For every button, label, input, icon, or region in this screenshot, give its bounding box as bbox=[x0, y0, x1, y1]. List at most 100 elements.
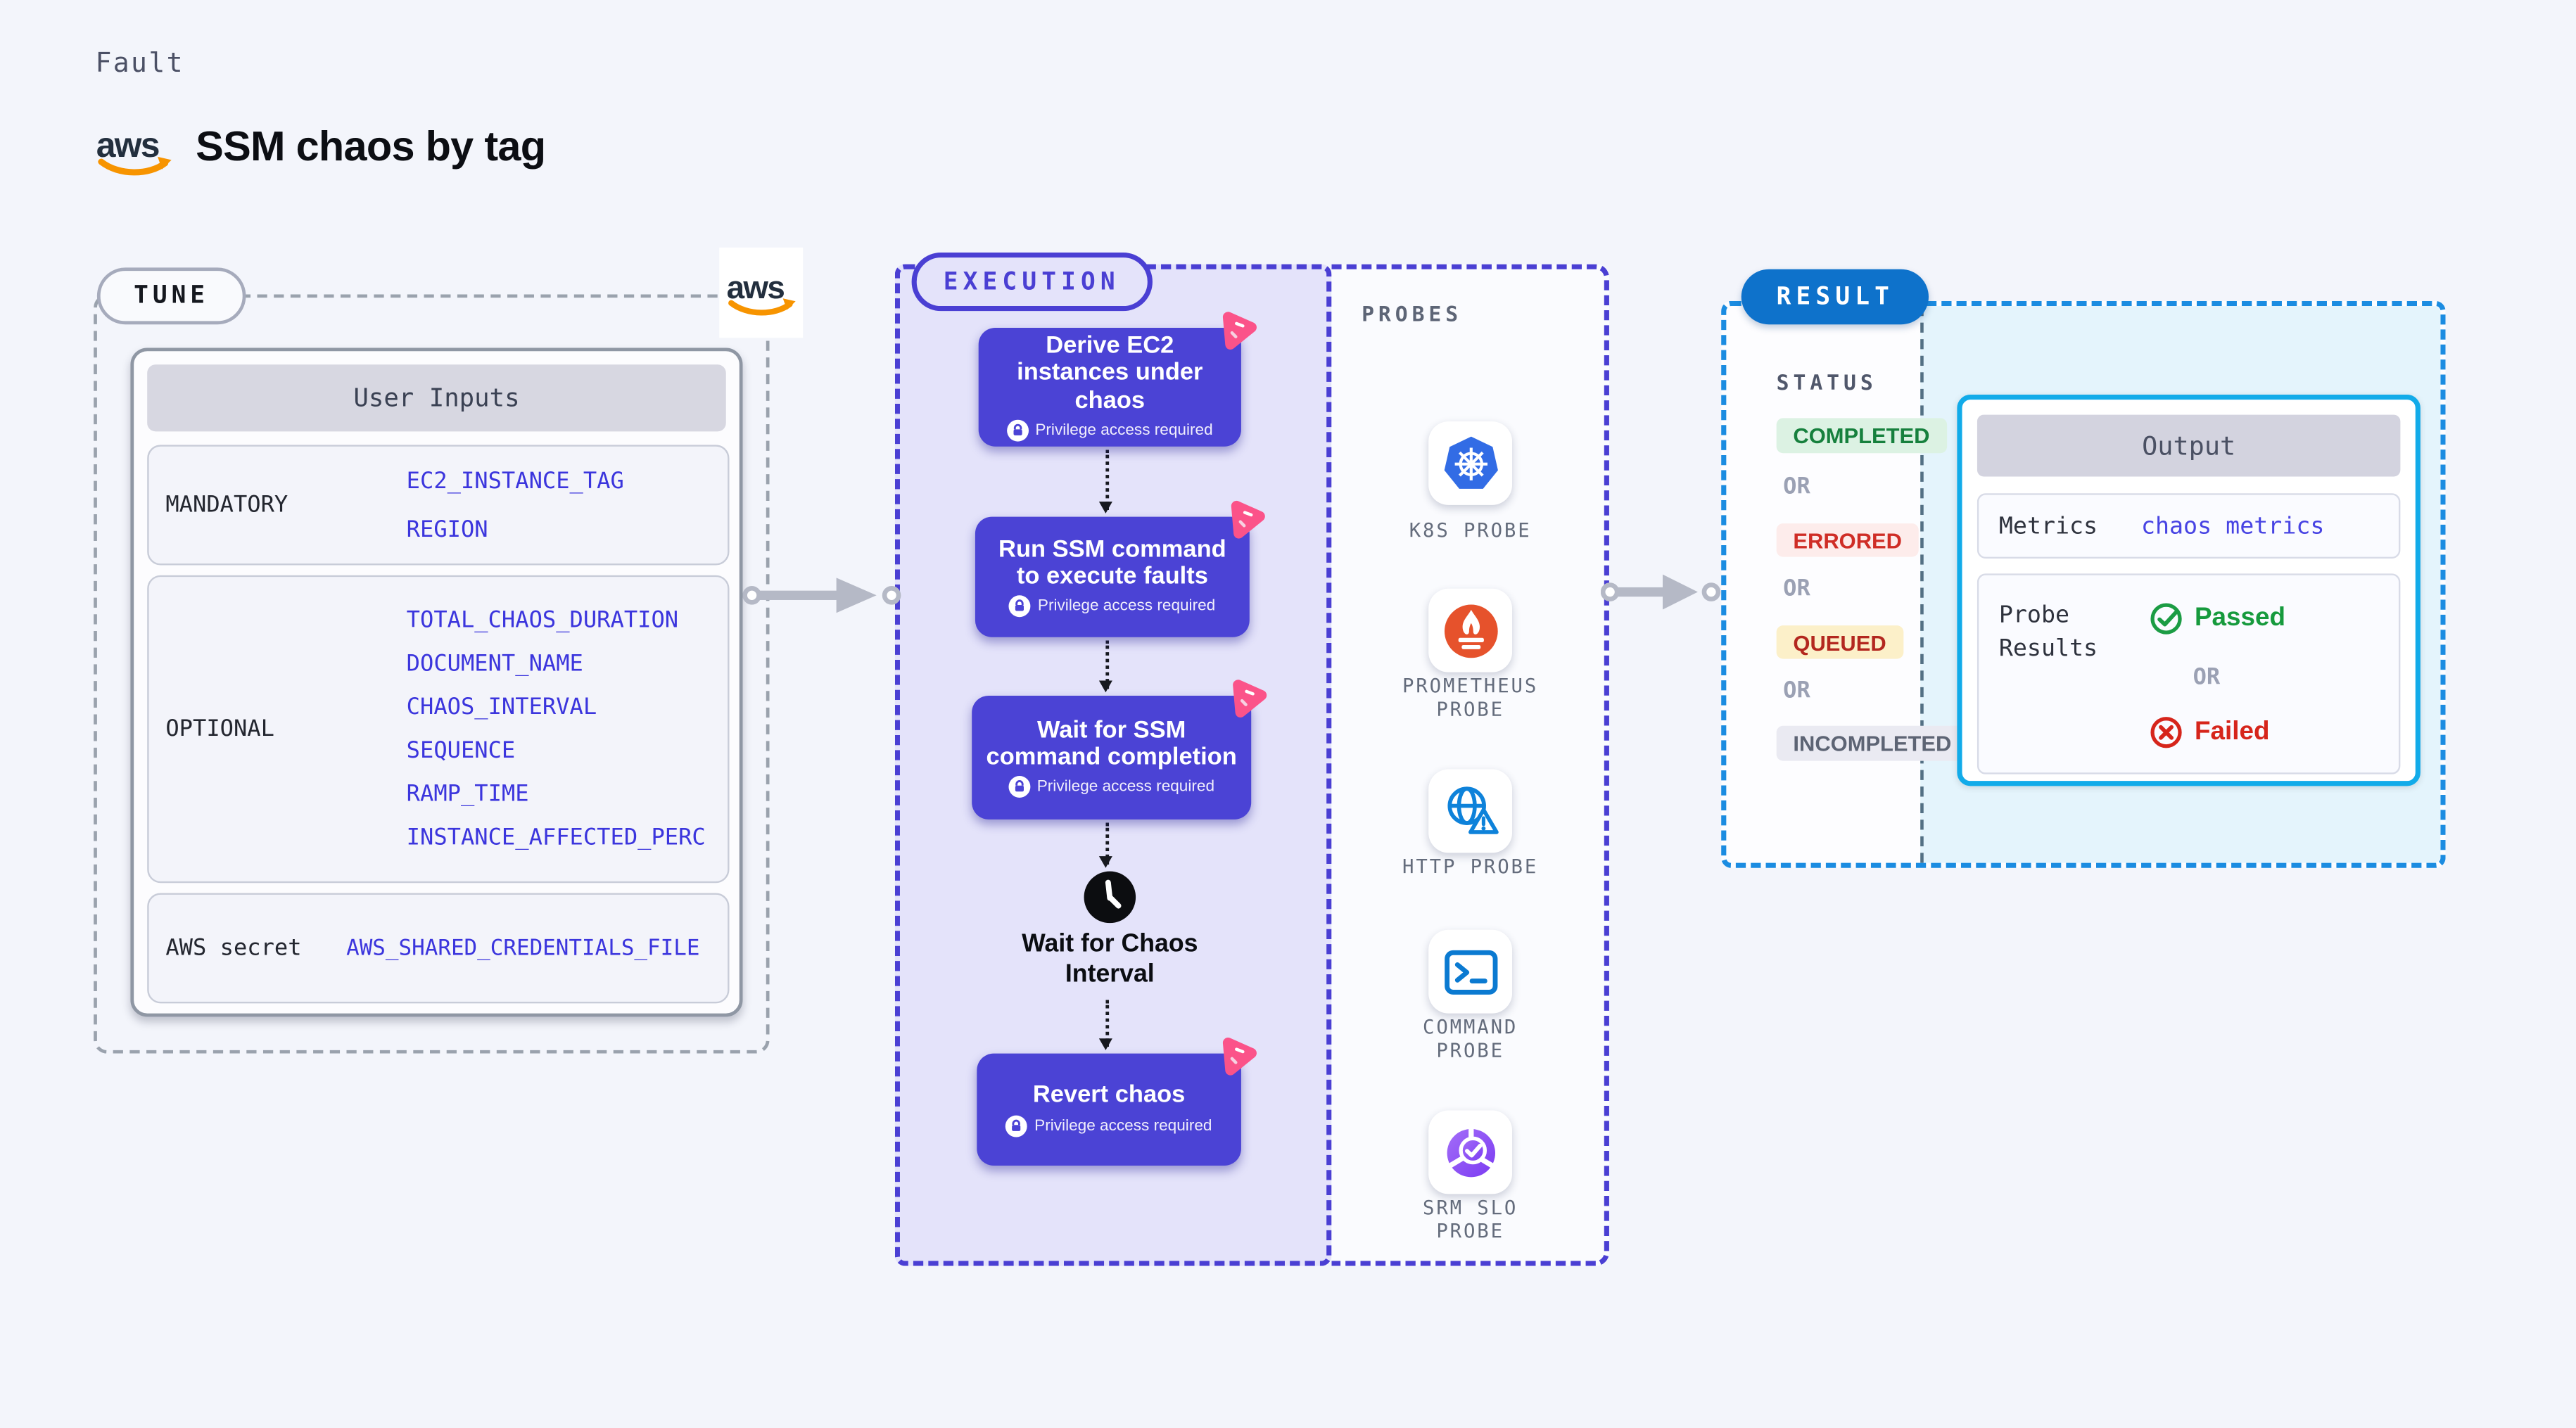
aws-logo-icon: aws bbox=[96, 125, 172, 176]
dotted-arrow bbox=[1098, 822, 1112, 868]
check-circle-icon bbox=[2150, 603, 2182, 635]
privilege-text: Privilege access required bbox=[1037, 597, 1216, 616]
output-card: Output Metrics chaos metrics Probe Resul… bbox=[1957, 395, 2420, 786]
dotted-arrow bbox=[1098, 640, 1112, 693]
aws-secret-label: AWS secret bbox=[165, 934, 302, 962]
arrow-right-icon bbox=[1601, 574, 1721, 610]
probe-card-command bbox=[1428, 929, 1513, 1014]
metrics-value: chaos metrics bbox=[2140, 512, 2325, 540]
terminal-icon bbox=[1443, 949, 1497, 994]
execution-section-pill: EXECUTION bbox=[911, 252, 1152, 312]
probe-label: COMMAND PROBE bbox=[1423, 1015, 1518, 1063]
status-badge-incompleted: INCOMPLETED bbox=[1776, 725, 1969, 761]
step-title: Wait for SSM command completion bbox=[986, 716, 1237, 771]
tune-section-pill: TUNE bbox=[96, 267, 246, 325]
arrow-right-icon bbox=[742, 578, 901, 613]
page-title: SSM chaos by tag bbox=[196, 123, 546, 171]
result-section-pill: RESULT bbox=[1741, 269, 1929, 325]
step-derive-ec2: Derive EC2 instances under chaos Privile… bbox=[978, 312, 1257, 447]
dotted-arrow bbox=[1098, 1000, 1112, 1050]
param: SEQUENCE bbox=[406, 737, 516, 765]
lock-icon bbox=[1008, 776, 1031, 798]
privilege-badge: Privilege access required bbox=[1005, 1114, 1212, 1137]
step-title: Run SSM command to execute faults bbox=[998, 536, 1226, 591]
or-label: OR bbox=[1783, 575, 1810, 602]
failed-label: Failed bbox=[2194, 717, 2270, 746]
param: CHAOS_INTERVAL bbox=[406, 694, 597, 721]
lock-icon bbox=[1006, 419, 1029, 442]
or-label: OR bbox=[1783, 473, 1810, 500]
param: DOCUMENT_NAME bbox=[406, 650, 583, 677]
probe-card-http bbox=[1428, 769, 1513, 853]
chaos-badge-icon bbox=[1233, 680, 1267, 718]
status-badge-errored: ERRORED bbox=[1776, 523, 1919, 557]
wait-for-chaos-interval-label: Wait for Chaos Interval bbox=[1022, 929, 1198, 989]
optional-label: OPTIONAL bbox=[165, 715, 274, 743]
kubernetes-icon bbox=[1443, 435, 1497, 488]
step-title: Derive EC2 instances under chaos bbox=[1017, 332, 1203, 414]
probe-results-row: Probe Results Passed OR Failed bbox=[1977, 573, 2401, 774]
chaos-badge-icon bbox=[1222, 312, 1257, 350]
privilege-badge: Privilege access required bbox=[1006, 419, 1213, 442]
param: AWS_SHARED_CREDENTIALS_FILE bbox=[346, 936, 700, 961]
output-header: Output bbox=[1977, 414, 2401, 477]
probe-card-k8s bbox=[1428, 421, 1513, 505]
user-inputs-header: User Inputs bbox=[147, 364, 726, 432]
passed-label: Passed bbox=[2194, 604, 2286, 632]
failed-result: Failed bbox=[2150, 715, 2270, 749]
user-inputs-table: User Inputs MANDATORY EC2_INSTANCE_TAG R… bbox=[130, 348, 743, 1017]
aws-logo-icon: aws bbox=[727, 269, 796, 316]
status-title: STATUS bbox=[1776, 369, 1877, 395]
optional-row: OPTIONAL TOTAL_CHAOS_DURATION DOCUMENT_N… bbox=[147, 575, 730, 884]
probe-card-prometheus bbox=[1428, 588, 1513, 672]
probe-label: PROMETHEUS PROBE bbox=[1402, 674, 1539, 722]
param: REGION bbox=[406, 516, 488, 543]
probe-label: HTTP PROBE bbox=[1402, 854, 1539, 879]
step-title: Revert chaos bbox=[1032, 1082, 1186, 1109]
or-label: OR bbox=[2193, 663, 2221, 691]
probes-section-label: PROBES bbox=[1362, 300, 1463, 326]
chaos-badge-icon bbox=[1231, 500, 1265, 539]
http-globe-icon bbox=[1447, 786, 1498, 834]
privilege-badge: Privilege access required bbox=[1009, 596, 1215, 618]
srm-slo-icon bbox=[1446, 1127, 1495, 1177]
svg-text:aws: aws bbox=[96, 125, 159, 165]
x-circle-icon bbox=[2150, 717, 2182, 748]
step-revert-chaos: Revert chaos Privilege access required bbox=[977, 1038, 1257, 1166]
param: RAMP_TIME bbox=[406, 781, 529, 808]
passed-result: Passed bbox=[2150, 602, 2285, 636]
prometheus-icon bbox=[1443, 604, 1497, 658]
aws-secret-params: AWS_SHARED_CREDENTIALS_FILE bbox=[346, 895, 699, 1002]
mandatory-row: MANDATORY EC2_INSTANCE_TAG REGION bbox=[147, 445, 730, 566]
privilege-badge: Privilege access required bbox=[1008, 776, 1215, 798]
privilege-text: Privilege access required bbox=[1036, 778, 1215, 797]
fault-kicker: Fault bbox=[95, 46, 184, 79]
lock-icon bbox=[1009, 596, 1032, 618]
probe-label: SRM SLO PROBE bbox=[1423, 1195, 1518, 1244]
metrics-label: Metrics bbox=[1998, 512, 2098, 540]
probe-card-srm-slo bbox=[1428, 1110, 1513, 1194]
dotted-arrow bbox=[1098, 450, 1112, 514]
privilege-text: Privilege access required bbox=[1034, 1116, 1212, 1135]
mandatory-params: EC2_INSTANCE_TAG REGION bbox=[407, 447, 624, 563]
aws-secret-row: AWS secret AWS_SHARED_CREDENTIALS_FILE bbox=[147, 893, 730, 1004]
lock-icon bbox=[1005, 1114, 1028, 1137]
clock-icon bbox=[1084, 871, 1136, 924]
probe-label: K8S PROBE bbox=[1409, 518, 1532, 542]
or-label: OR bbox=[1783, 677, 1810, 704]
step-wait-ssm: Wait for SSM command completion Privileg… bbox=[972, 680, 1267, 820]
probe-results-label: Probe Results bbox=[1998, 601, 2098, 663]
param: TOTAL_CHAOS_DURATION bbox=[406, 606, 679, 634]
tune-section-box bbox=[94, 294, 770, 1054]
status-badge-completed: COMPLETED bbox=[1776, 418, 1947, 454]
mandatory-label: MANDATORY bbox=[165, 491, 288, 518]
param: INSTANCE_AFFECTED_PERC bbox=[406, 824, 706, 852]
param: EC2_INSTANCE_TAG bbox=[406, 467, 624, 495]
aws-card: aws bbox=[719, 247, 804, 338]
optional-params: TOTAL_CHAOS_DURATION DOCUMENT_NAME CHAOS… bbox=[407, 577, 706, 881]
svg-text:aws: aws bbox=[727, 269, 785, 305]
status-badge-queued: QUEUED bbox=[1776, 625, 1903, 659]
metrics-row: Metrics chaos metrics bbox=[1977, 493, 2401, 559]
privilege-text: Privilege access required bbox=[1035, 421, 1213, 440]
